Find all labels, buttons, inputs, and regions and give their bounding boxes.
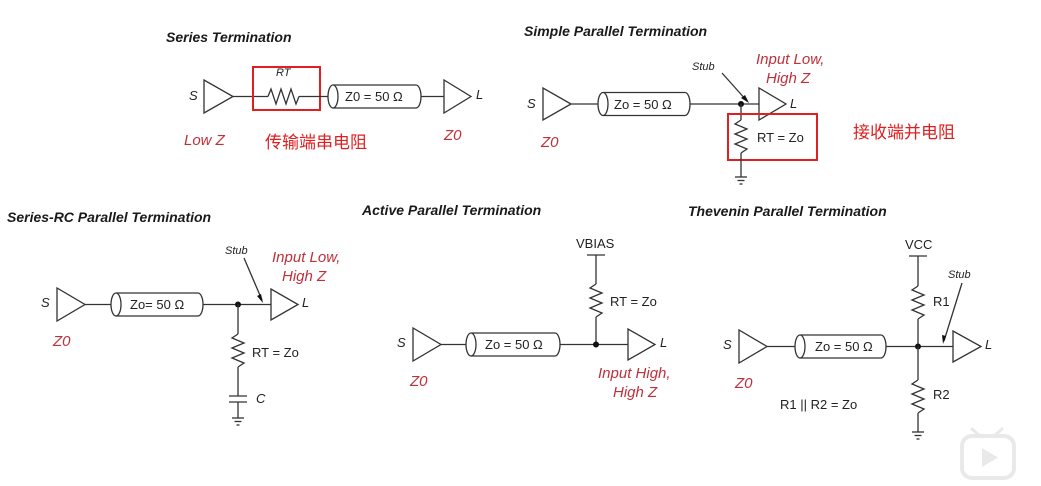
series-load-impedance: Z0 <box>443 127 462 144</box>
series-rc-transmission-line <box>110 292 204 317</box>
active-parallel-bias-label: VBIAS <box>576 236 615 251</box>
series-title: Series Termination <box>166 29 292 45</box>
active-parallel-source-impedance: Z0 <box>409 373 428 390</box>
series-rc-stub-arrow <box>243 257 263 301</box>
simple-parallel-source-impedance: Z0 <box>540 134 559 151</box>
active-parallel-resistor-label: RT = Zo <box>610 294 657 309</box>
series-rc-resistor-label: RT = Zo <box>252 345 299 360</box>
simple-parallel-termination: Simple Parallel Termination S Zo = 50 Ω … <box>524 23 955 185</box>
series-rc-stub-label: Stub <box>225 245 248 257</box>
series-termination: Series Termination S RT Z0 = 50 Ω L Low … <box>166 29 483 153</box>
active-parallel-termination: Active Parallel Termination VBIAS RT = Z… <box>361 202 671 401</box>
simple-parallel-source-label: S <box>527 96 536 111</box>
series-resistor <box>267 86 300 107</box>
simple-parallel-stub-arrowhead <box>741 95 749 103</box>
simple-parallel-ground <box>735 176 747 185</box>
thevenin-driver-triangle <box>738 328 769 365</box>
simple-parallel-input-label-2: High Z <box>766 70 811 87</box>
series-annotation: 传输端串电阻 <box>265 133 367 153</box>
series-transmission-line <box>327 84 422 109</box>
simple-parallel-title: Simple Parallel Termination <box>524 23 707 39</box>
series-rc-parallel-termination: Series-RC Parallel Termination S Zo= 50 … <box>7 209 340 426</box>
series-rc-load-triangle <box>270 287 300 322</box>
series-load-triangle <box>443 78 473 115</box>
thevenin-vcc-label: VCC <box>905 237 932 252</box>
series-rc-title: Series-RC Parallel Termination <box>7 209 211 225</box>
thevenin-parallel-termination: Thevenin Parallel Termination VCC R1 Stu… <box>688 203 992 440</box>
series-rc-capacitor-label: C <box>256 391 266 406</box>
thevenin-load-triangle <box>952 329 983 364</box>
series-load-label: L <box>476 87 483 102</box>
thevenin-stub-arrowhead <box>942 335 946 344</box>
active-parallel-junction <box>593 341 599 348</box>
thevenin-r1-label: R1 <box>933 294 950 309</box>
simple-parallel-load-triangle <box>758 86 788 122</box>
tv-play-icon <box>960 427 1016 480</box>
thevenin-stub-arrow <box>943 282 963 342</box>
active-parallel-load-label: L <box>660 335 667 350</box>
active-parallel-input-label-2: High Z <box>613 384 658 401</box>
simple-parallel-resistor-label: RT = Zo <box>757 130 804 145</box>
active-parallel-resistor <box>588 283 604 318</box>
series-rc-driver-triangle <box>56 286 87 323</box>
series-rc-load-label: L <box>302 295 309 310</box>
thevenin-stub-label: Stub <box>948 269 971 281</box>
simple-parallel-load-label: L <box>790 96 797 111</box>
simple-parallel-driver-triangle <box>542 86 573 122</box>
thevenin-r1 <box>910 285 926 320</box>
thevenin-line-label: Zo = 50 Ω <box>815 339 873 354</box>
simple-parallel-input-label-1: Input Low, <box>756 51 824 68</box>
series-source-impedance: Low Z <box>184 132 226 149</box>
active-parallel-source-label: S <box>397 335 406 350</box>
thevenin-ground <box>912 431 924 440</box>
series-rc-input-label-2: High Z <box>282 268 327 285</box>
series-rc-capacitor <box>229 395 247 403</box>
series-highlight-box <box>252 66 321 111</box>
active-parallel-driver-triangle <box>412 326 443 363</box>
series-rc-input-label-1: Input Low, <box>272 249 340 266</box>
thevenin-source-label: S <box>723 337 732 352</box>
simple-parallel-highlight-box <box>727 113 818 161</box>
active-parallel-transmission-line <box>465 332 561 357</box>
thevenin-equation: R1 || R2 = Zo <box>780 397 857 412</box>
thevenin-r2 <box>910 379 926 414</box>
series-rc-line-label: Zo= 50 Ω <box>130 297 184 312</box>
simple-parallel-stub-arrow <box>721 72 748 102</box>
series-line-label: Z0 = 50 Ω <box>345 89 403 104</box>
series-driver-triangle <box>203 78 235 115</box>
series-rc-source-label: S <box>41 295 50 310</box>
thevenin-source-impedance: Z0 <box>734 375 753 392</box>
simple-parallel-transmission-line <box>597 91 691 117</box>
thevenin-title: Thevenin Parallel Termination <box>688 203 887 219</box>
simple-parallel-line-label: Zo = 50 Ω <box>614 97 672 112</box>
thevenin-r2-label: R2 <box>933 387 950 402</box>
active-parallel-title: Active Parallel Termination <box>361 202 541 218</box>
simple-parallel-resistor <box>733 119 749 154</box>
series-rc-ground <box>232 417 244 426</box>
active-parallel-line-label: Zo = 50 Ω <box>485 337 543 352</box>
thevenin-transmission-line <box>794 334 887 359</box>
series-source-label: S <box>189 88 198 103</box>
thevenin-load-label: L <box>985 337 992 352</box>
active-parallel-input-label-1: Input High, <box>598 365 671 382</box>
active-parallel-load-triangle <box>627 327 657 362</box>
series-resistor-label: RT <box>276 67 292 79</box>
simple-parallel-annotation: 接收端并电阻 <box>853 123 955 143</box>
series-rc-source-impedance: Z0 <box>52 333 71 350</box>
series-rc-stub-arrowhead <box>257 294 263 303</box>
series-rc-resistor <box>230 333 246 368</box>
simple-parallel-stub-label: Stub <box>692 61 715 73</box>
